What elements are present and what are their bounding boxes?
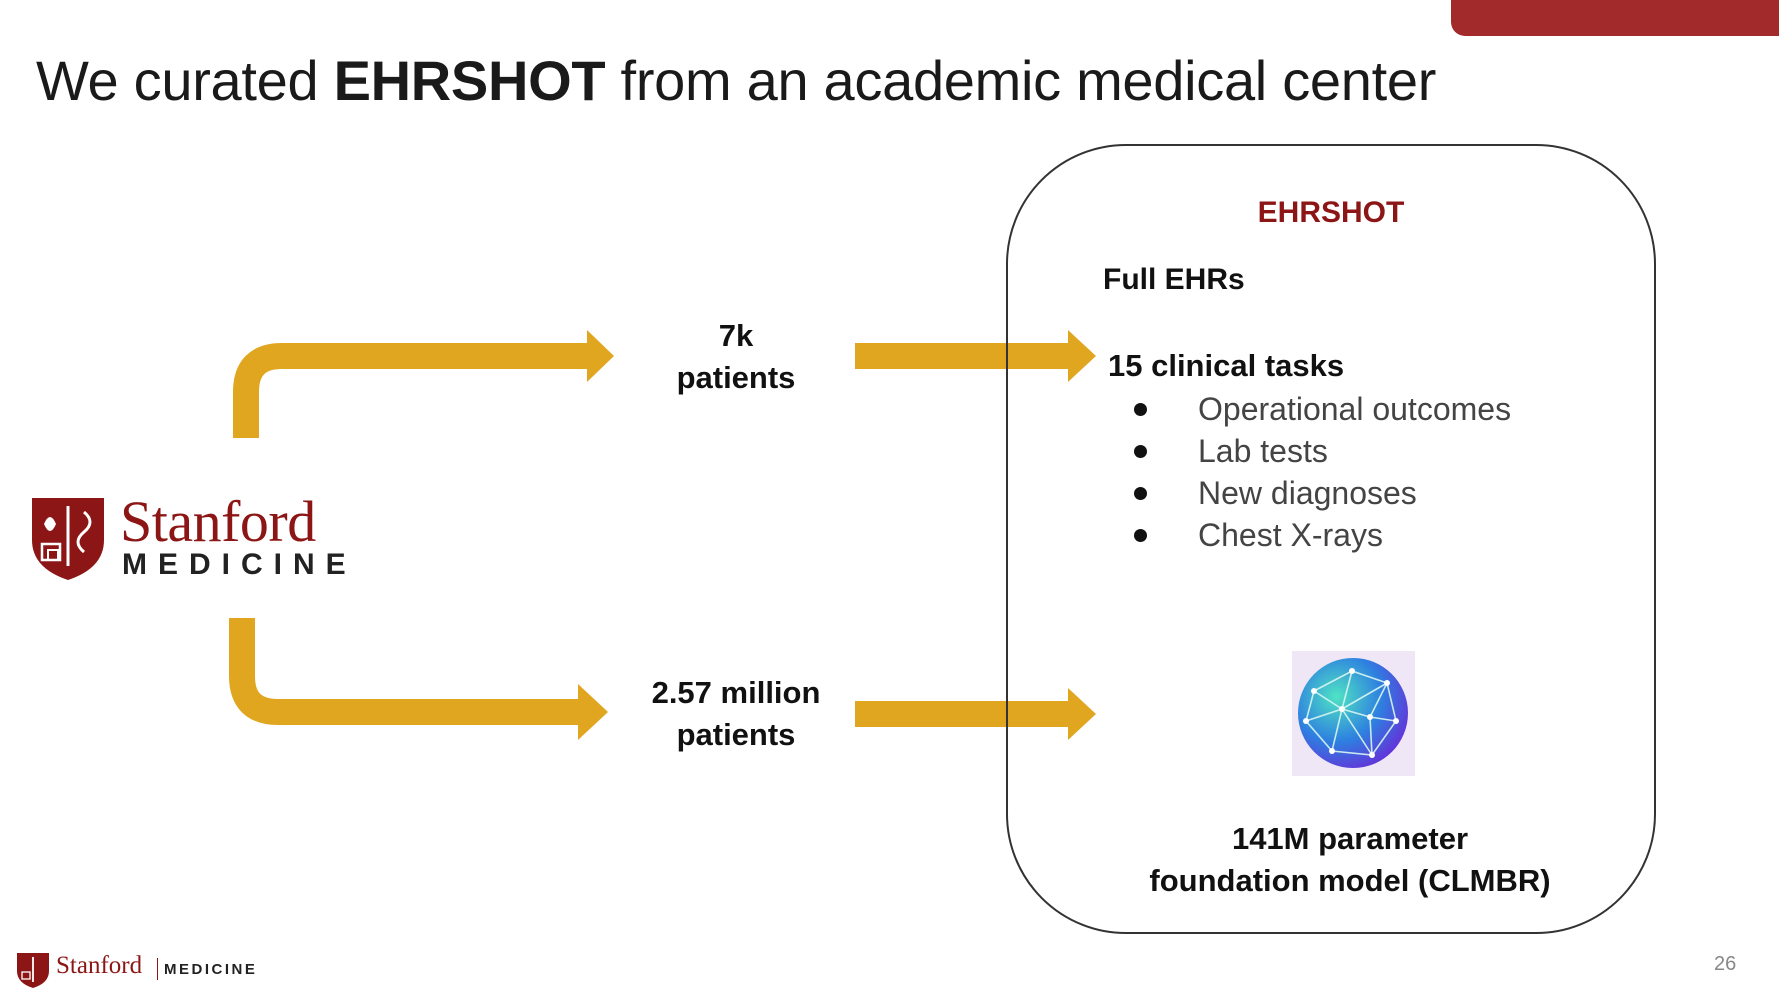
list-item: Chest X-rays [1130, 514, 1511, 556]
stanford-wordmark: Stanford [120, 489, 316, 554]
accent-bar [1451, 0, 1779, 36]
flow-label-7k: 7k patients [676, 318, 796, 395]
model-image [1292, 651, 1415, 776]
arrowhead-bottom-left [578, 684, 608, 740]
footer-shield-icon [17, 953, 49, 988]
title-bold: EHRSHOT [333, 49, 606, 112]
full-ehrs-label: Full EHRs [1103, 263, 1245, 296]
ehrshot-panel [1006, 144, 1656, 934]
list-item: New diagnoses [1130, 472, 1511, 514]
tasks-heading: 15 clinical tasks [1108, 348, 1345, 383]
task-list: Operational outcomes Lab tests New diagn… [1130, 388, 1511, 556]
shield-icon [32, 498, 104, 580]
model-caption: 141M parameter foundation model (CLMBR) [1149, 821, 1551, 898]
list-item: Operational outcomes [1130, 388, 1511, 430]
footer-stanford: Stanford [56, 952, 143, 979]
footer-medicine: MEDICINE [164, 961, 258, 978]
list-item: Lab tests [1130, 430, 1511, 472]
bullet-icon [1134, 487, 1147, 500]
slide-title: We curated EHRSHOT from an academic medi… [36, 49, 1437, 112]
medicine-wordmark: MEDICINE [122, 548, 357, 581]
bullet-icon [1134, 445, 1147, 458]
footer-divider [157, 958, 158, 980]
bullet-icon [1134, 529, 1147, 542]
flow-label-2-57m: 2.57 million patients [651, 675, 821, 752]
neural-sphere-icon [1298, 658, 1408, 768]
arrow-bottom-left [229, 618, 585, 725]
bullet-icon [1134, 403, 1147, 416]
arrow-top-left [233, 343, 590, 438]
panel-title: EHRSHOT [1257, 196, 1405, 229]
page-number: 26 [1714, 953, 1737, 975]
